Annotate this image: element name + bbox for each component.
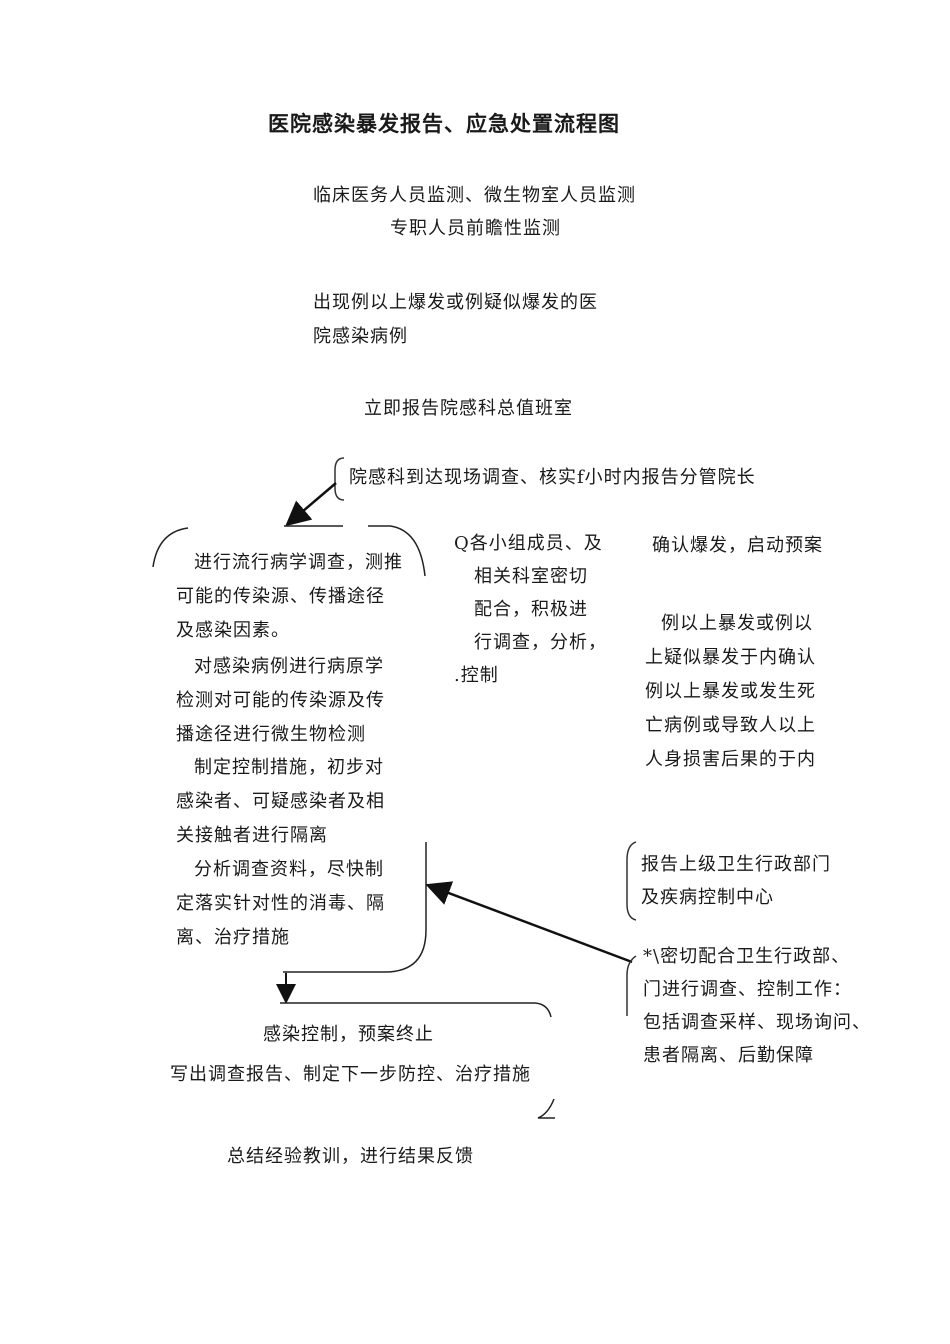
arrow-cooperate-to-left-box <box>425 881 633 964</box>
left-box-analysis: 分析调查资料，尽快制 定落实针对性的消毒、隔 离、治疗措施 <box>176 859 385 948</box>
end-box-top-edge <box>280 1002 552 1018</box>
left-box-right-edge <box>283 842 427 973</box>
report-upper-authority: 报告上级卫生行政部门 及疾病控制中心 <box>641 854 831 908</box>
left-box-control-measures: 制定控制措施，初步对 感染者、可疑感染者及相 关接触者进行隔离 <box>176 757 385 846</box>
monitoring-line2: 专职人员前瞻性监测 <box>390 218 561 239</box>
left-box-top-left-corner <box>152 527 189 568</box>
end-box-hook <box>537 1098 555 1119</box>
page-title: 医院感染暴发报告、应急处置流程图 <box>268 112 620 136</box>
left-box-top-right-corner <box>368 525 426 577</box>
confirm-outbreak: 确认爆发，启动预案 <box>652 535 823 556</box>
trigger-line1: 出现例以上爆发或例疑似爆发的医 <box>313 292 598 313</box>
brace-on-site <box>334 457 345 501</box>
report-duty-office: 立即报告院感科总值班室 <box>364 398 573 419</box>
trigger-line2: 院感染病例 <box>313 326 408 347</box>
left-box-pathogen: 对感染病例进行病原学 检测对可能的传染源及传 播途径进行微生物检测 <box>176 656 385 745</box>
infection-controlled: 感染控制，预案终止 <box>263 1024 434 1045</box>
cooperate-investigation: *\密切配合卫生行政部、 门进行调查、控制工作： 包括调查采样、现场询问、 患者… <box>643 946 871 1066</box>
middle-box-team: Q各小组成员、及 相关科室密切 配合，积极进 行调查，分析， .控制 <box>454 533 607 686</box>
left-box-epidemiology: 进行流行病学调查，测推 可能的传染源、传播途径 及感染因素。 <box>176 552 403 641</box>
brace-cooperate <box>626 955 637 1016</box>
arrow-to-left-box <box>285 482 337 527</box>
brace-report-upper <box>626 841 637 921</box>
summary-feedback: 总结经验教训，进行结果反馈 <box>227 1146 474 1167</box>
monitoring-line1: 临床医务人员监测、微生物室人员监测 <box>313 185 636 206</box>
outbreak-criteria: 例以上暴发或例以 上疑似暴发于内确认 例以上暴发或发生死 亡病例或导致人以上 人… <box>645 613 816 770</box>
write-report: 写出调查报告、制定下一步防控、治疗措施 <box>170 1064 531 1085</box>
on-site-investigation: 院感科到达现场调查、核实f小时内报告分管院长 <box>349 467 756 488</box>
